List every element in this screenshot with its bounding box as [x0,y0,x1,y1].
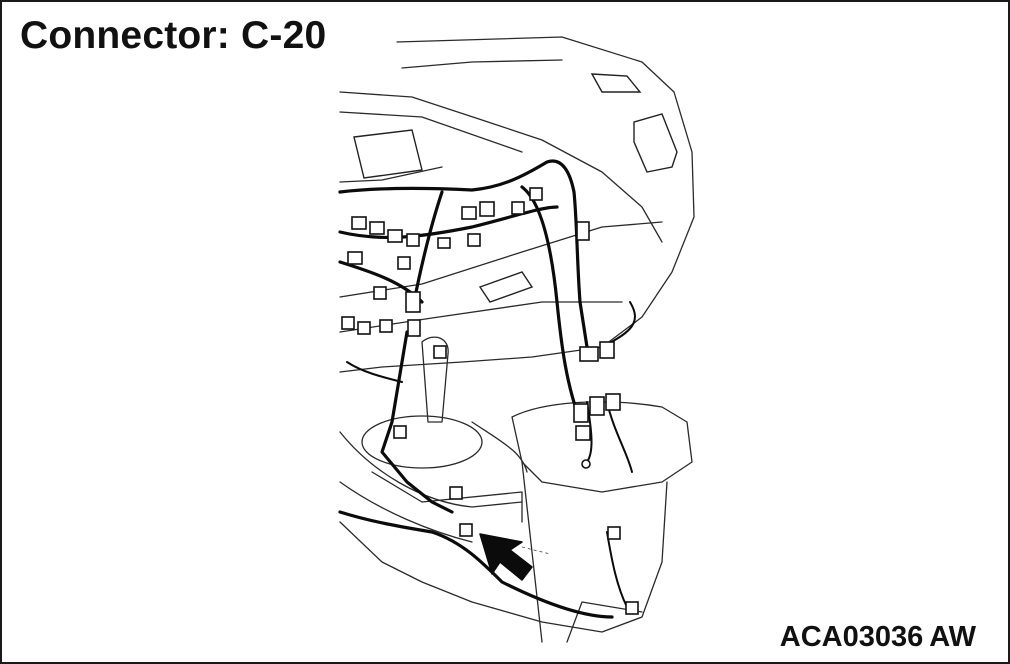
harness-connectors [341,187,639,615]
air-vents [353,73,678,303]
connector-c-20-shape [459,523,473,537]
side-vent-shape [633,113,678,173]
diagram-title: Connector: C-20 [20,14,327,57]
defrost-vent-shape [590,73,642,93]
dashboard-outline [339,36,695,373]
center-console [339,336,693,643]
figure-id-suffix: AW [929,621,976,653]
wiring-harness [338,159,636,619]
figure-id-code: ACA03036 [779,621,924,653]
glovebox-handle-shape [478,271,534,303]
center-vent-shape [353,129,423,179]
location-arrow [479,533,551,581]
